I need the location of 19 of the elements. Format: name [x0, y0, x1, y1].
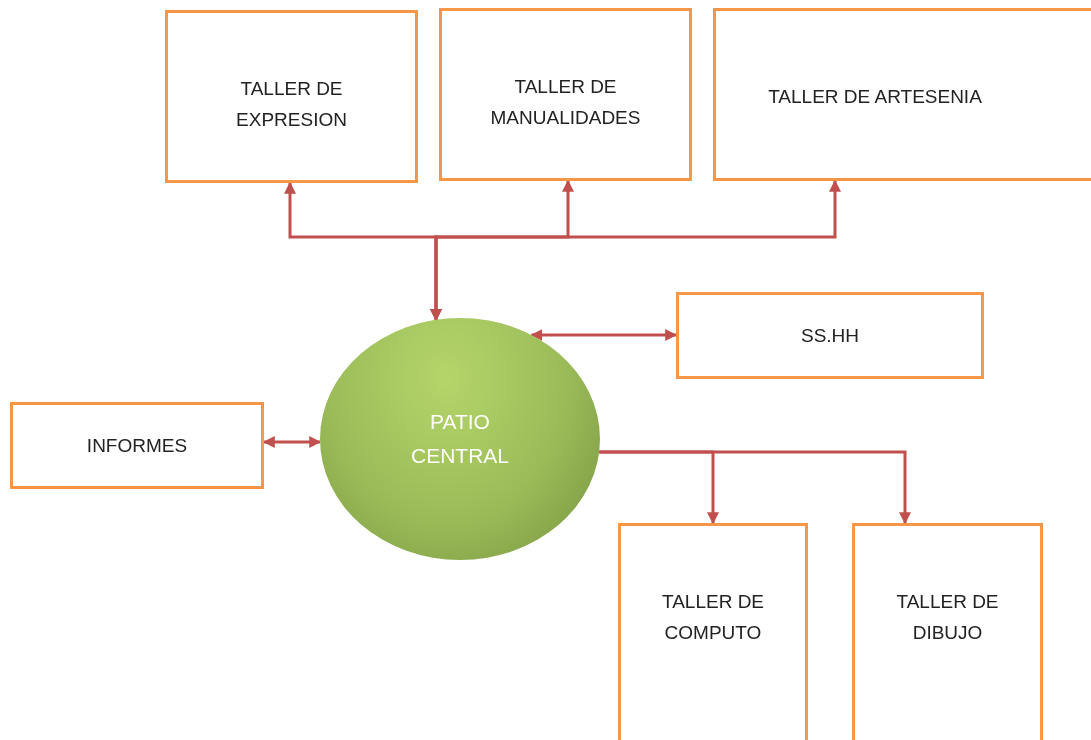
node-label: TALLER DE MANUALIDADES: [489, 75, 642, 131]
arrow: [530, 329, 678, 341]
room-box: [676, 292, 984, 379]
room-box: [852, 523, 1043, 740]
room-box: [165, 10, 418, 183]
node-label: SS.HH: [800, 323, 860, 348]
room-box: [713, 8, 1091, 181]
arrow: [430, 179, 841, 321]
node-label: TALLER DE COMPUTO: [660, 590, 766, 646]
arrow: [599, 450, 911, 525]
arrow: [262, 436, 322, 448]
room-box: [618, 523, 808, 740]
node-label: PATIO CENTRAL: [410, 409, 510, 469]
node-label: TALLER DE DIBUJO: [895, 590, 1000, 646]
room-box: [10, 402, 264, 489]
node-label: TALLER DE EXPRESION: [235, 77, 348, 133]
node-label: TALLER DE ARTESENIA: [768, 85, 982, 109]
room-box: [439, 8, 692, 181]
node-label: INFORMES: [86, 433, 188, 458]
